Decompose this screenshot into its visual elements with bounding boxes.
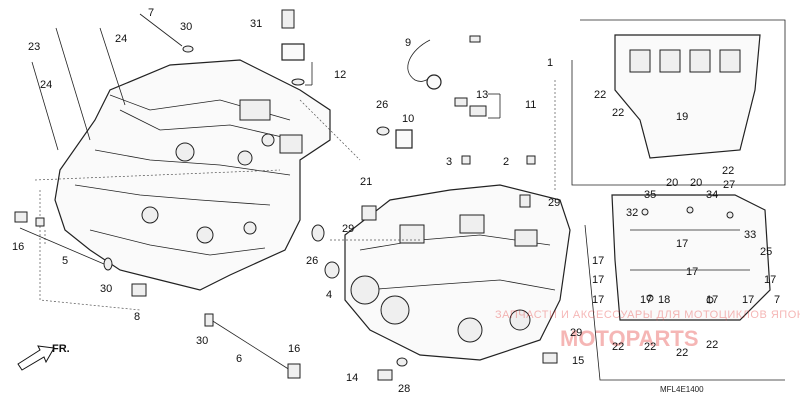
callout: 1 — [547, 57, 553, 69]
callout: 22 — [612, 341, 624, 353]
callout: 20 — [666, 177, 678, 189]
callout: 29 — [548, 197, 560, 209]
callout: 30 — [196, 335, 208, 347]
frame-group-25 — [584, 224, 785, 381]
callout: 4 — [326, 289, 332, 301]
callout: 32 — [626, 207, 638, 219]
callout: 22 — [594, 89, 606, 101]
callout: 29 — [342, 223, 354, 235]
callout: 26 — [306, 255, 318, 267]
callout: 10 — [402, 113, 414, 125]
callout: 25 — [760, 246, 772, 258]
callout: 27 — [723, 179, 735, 191]
callout: 17 — [706, 294, 718, 306]
callout: 3 — [446, 156, 452, 168]
callout: 24 — [40, 79, 52, 91]
sensor-assembly — [281, 9, 305, 86]
callout: 17 — [592, 255, 604, 267]
callout: 17 — [640, 294, 652, 306]
callout: 19 — [676, 111, 688, 123]
callout: 17 — [742, 294, 754, 306]
watermark-caption: ЗАПЧАСТИ И АКСЕССУАРЫ ДЛЯ МОТОЦИКЛОВ ЯПО… — [495, 309, 800, 321]
callout: 30 — [180, 21, 192, 33]
watermark-logo: MOTOPARTS — [560, 326, 699, 351]
callout: 15 — [572, 355, 584, 367]
callout: 16 — [12, 241, 24, 253]
callout: 6 — [236, 353, 242, 365]
callout: 13 — [476, 89, 488, 101]
callout: 7 — [148, 7, 154, 19]
upper-crankcase — [54, 59, 331, 291]
callout: 17 — [764, 274, 776, 286]
lower-crankcase — [344, 184, 571, 361]
diagram-code: MFL4E1400 — [660, 385, 704, 394]
callout: 33 — [744, 229, 756, 241]
callout: 16 — [288, 343, 300, 355]
callout: 20 — [690, 177, 702, 189]
callout: 17 — [676, 238, 688, 250]
callout: 21 — [360, 176, 372, 188]
callout: 22 — [676, 347, 688, 359]
callout: 24 — [115, 33, 127, 45]
oil-pan-cover — [611, 194, 771, 321]
callout: 31 — [250, 18, 262, 30]
callout: 35 — [644, 189, 656, 201]
leader-lines — [34, 80, 556, 311]
callout: 17 — [592, 294, 604, 306]
callout: 34 — [706, 189, 718, 201]
callout-numbers: 7 30 31 23 24 24 12 9 1 13 11 26 10 3 2 … — [12, 7, 780, 395]
callout: 5 — [62, 255, 68, 267]
callout: 17 — [592, 274, 604, 286]
callout: 28 — [398, 383, 410, 395]
callout: 7 — [774, 294, 780, 306]
small-hardware — [14, 155, 558, 381]
frame-group-1 — [571, 19, 786, 186]
switch-13 — [454, 97, 487, 117]
stud-bolts — [31, 13, 194, 151]
callout: 26 — [376, 99, 388, 111]
callout: 11 — [525, 99, 536, 111]
cover-plate — [614, 34, 761, 159]
callout: 18 — [658, 294, 670, 306]
callout: 14 — [346, 372, 358, 384]
wire-harness — [407, 35, 481, 90]
callout: 22 — [644, 341, 656, 353]
callout: 29 — [570, 327, 582, 339]
oil-sensor — [376, 126, 413, 149]
callout: 2 — [503, 156, 509, 168]
callout: 22 — [722, 165, 734, 177]
front-direction-arrow: FR. — [17, 343, 70, 371]
fr-label: FR. — [52, 343, 70, 355]
callout: 23 — [28, 41, 40, 53]
callout: 22 — [706, 339, 718, 351]
callout: 22 — [612, 107, 624, 119]
callout: 17 — [686, 266, 698, 278]
callout: 8 — [134, 311, 140, 323]
callout: 12 — [334, 69, 346, 81]
callout: 9 — [405, 37, 411, 49]
callout: 30 — [100, 283, 112, 295]
